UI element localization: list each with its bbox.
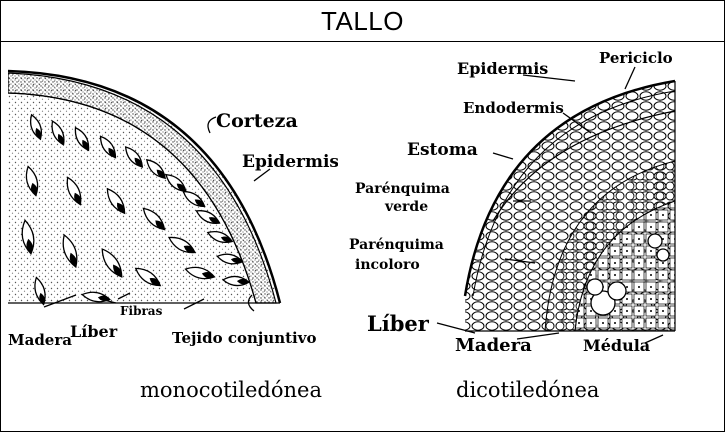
label-estoma: Estoma [407, 140, 478, 160]
label-endodermis: Endodermis [463, 99, 564, 117]
label-epidermis-left: Epidermis [242, 152, 338, 172]
caption-monocotiledonea: monocotiledónea [140, 378, 322, 402]
label-medula: Médula [583, 336, 650, 351]
monocot-illustration: Corteza Epidermis Madera Líber Fibras Te… [8, 41, 338, 351]
label-madera-left: Madera [8, 331, 72, 349]
label-parenquima-incoloro-2: incoloro [355, 257, 420, 273]
label-fibras: Fibras [120, 304, 163, 318]
label-parenquima-verde-2: verde [384, 199, 428, 215]
label-periciclo: Periciclo [599, 49, 673, 67]
label-liber-right: Líber [367, 311, 430, 336]
caption-dicotiledonea: dicotiledónea [456, 378, 599, 402]
monocot-svg: Corteza Epidermis Madera Líber Fibras Te… [8, 41, 338, 351]
label-corteza: Corteza [216, 110, 298, 132]
dicot-svg: Epidermis Periciclo Endodermis Estoma Pa… [345, 41, 685, 351]
table-title: TALLO [321, 6, 404, 37]
dicot-illustration: Epidermis Periciclo Endodermis Estoma Pa… [345, 41, 685, 351]
title-row: TALLO [1, 1, 724, 42]
label-epidermis-right: Epidermis [457, 59, 548, 78]
label-madera-right: Madera [455, 335, 532, 351]
label-liber-left: Líber [70, 322, 118, 341]
label-parenquima-incoloro-1: Parénquima [349, 237, 444, 253]
label-parenquima-verde-1: Parénquima [355, 181, 450, 197]
label-tejido-conjuntivo: Tejido conjuntivo [172, 329, 316, 347]
